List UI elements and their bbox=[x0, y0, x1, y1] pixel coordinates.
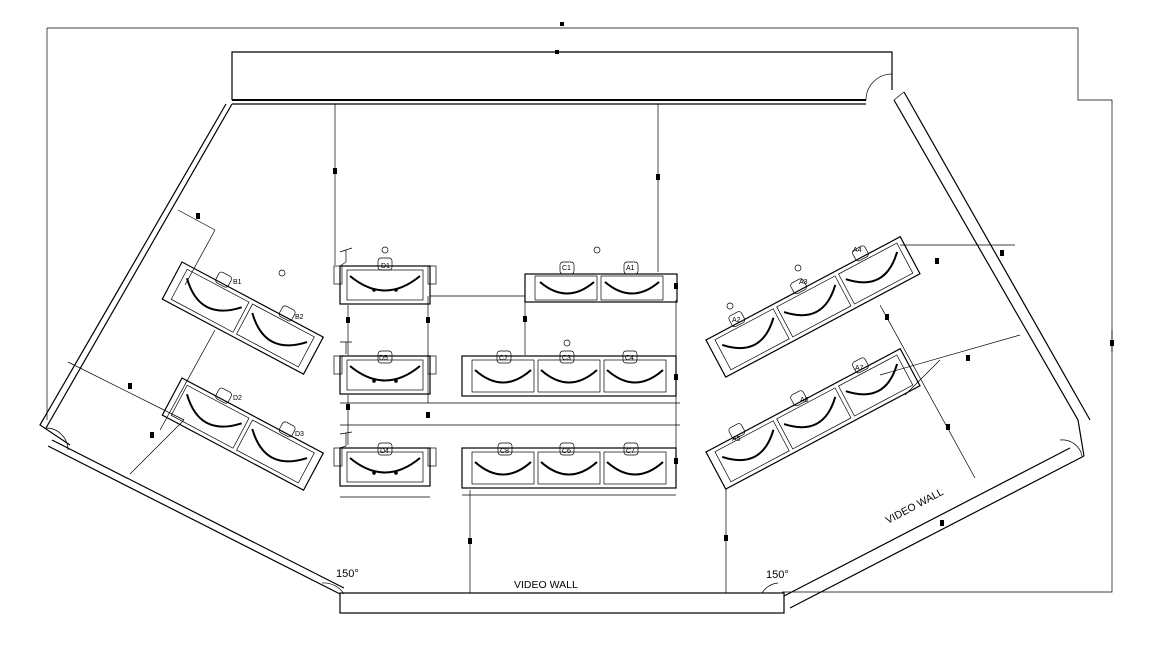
seat-tag-a1: A1 bbox=[626, 265, 635, 272]
desk-a2-a3-a4 bbox=[705, 235, 921, 378]
desk-d2-d3 bbox=[161, 377, 325, 492]
seat-tag-d5: D5 bbox=[379, 355, 388, 362]
room-walls bbox=[39, 51, 1091, 614]
seat-tag-a7: A7 bbox=[855, 365, 864, 372]
angle-label-left: 150° bbox=[336, 568, 359, 580]
seat-tag-d4: D4 bbox=[380, 448, 389, 455]
right-marker-1 bbox=[726, 302, 734, 310]
desk-d1 bbox=[333, 246, 437, 305]
seat-tag-c8: C8 bbox=[500, 448, 509, 455]
overall-dimension-lines bbox=[46, 27, 1113, 593]
desk-d4 bbox=[333, 431, 437, 487]
right-marker-2 bbox=[794, 264, 802, 272]
desk-c1-a1 bbox=[524, 246, 678, 303]
angle-label-right: 150° bbox=[766, 569, 789, 581]
seat-tag-a6: A6 bbox=[800, 397, 809, 404]
seat-tag-c7: C7 bbox=[626, 448, 635, 455]
seat-tag-b1: B1 bbox=[233, 279, 242, 286]
seat-tag-c4: C4 bbox=[625, 355, 634, 362]
seat-tag-d3: D3 bbox=[295, 431, 304, 438]
seat-tag-a4: A4 bbox=[853, 247, 862, 254]
video-wall-label-bottom: VIDEO WALL bbox=[514, 579, 578, 591]
desk-c2-c3-c4 bbox=[461, 339, 677, 397]
desk-a5-a6-a7 bbox=[705, 347, 921, 490]
seat-tag-d1: D1 bbox=[381, 263, 390, 270]
seat-tag-b2: B2 bbox=[295, 314, 304, 321]
seat-tags: D1 C1 A1 D5 C2 C3 C4 D4 C8 C6 C7 B1 B2 D… bbox=[233, 247, 864, 455]
seat-tag-d2: D2 bbox=[233, 395, 242, 402]
dimension-lines bbox=[67, 104, 1021, 593]
seat-tag-c1: C1 bbox=[562, 265, 571, 272]
dimension-ticks bbox=[128, 22, 1114, 544]
seat-tag-a2: A2 bbox=[732, 317, 741, 324]
left-marker bbox=[278, 269, 286, 277]
seat-tag-a5: A5 bbox=[732, 436, 741, 443]
seat-tag-c6: C6 bbox=[562, 448, 571, 455]
seat-tag-a3: A3 bbox=[799, 279, 808, 286]
seat-tag-c2: C2 bbox=[499, 355, 508, 362]
video-wall-label-right: VIDEO WALL bbox=[884, 486, 946, 527]
desk-b1-b2 bbox=[161, 261, 325, 376]
desk-d3 bbox=[333, 341, 437, 395]
desk-c6-c7-c8 bbox=[461, 442, 677, 489]
seat-tag-c3: C3 bbox=[562, 355, 571, 362]
